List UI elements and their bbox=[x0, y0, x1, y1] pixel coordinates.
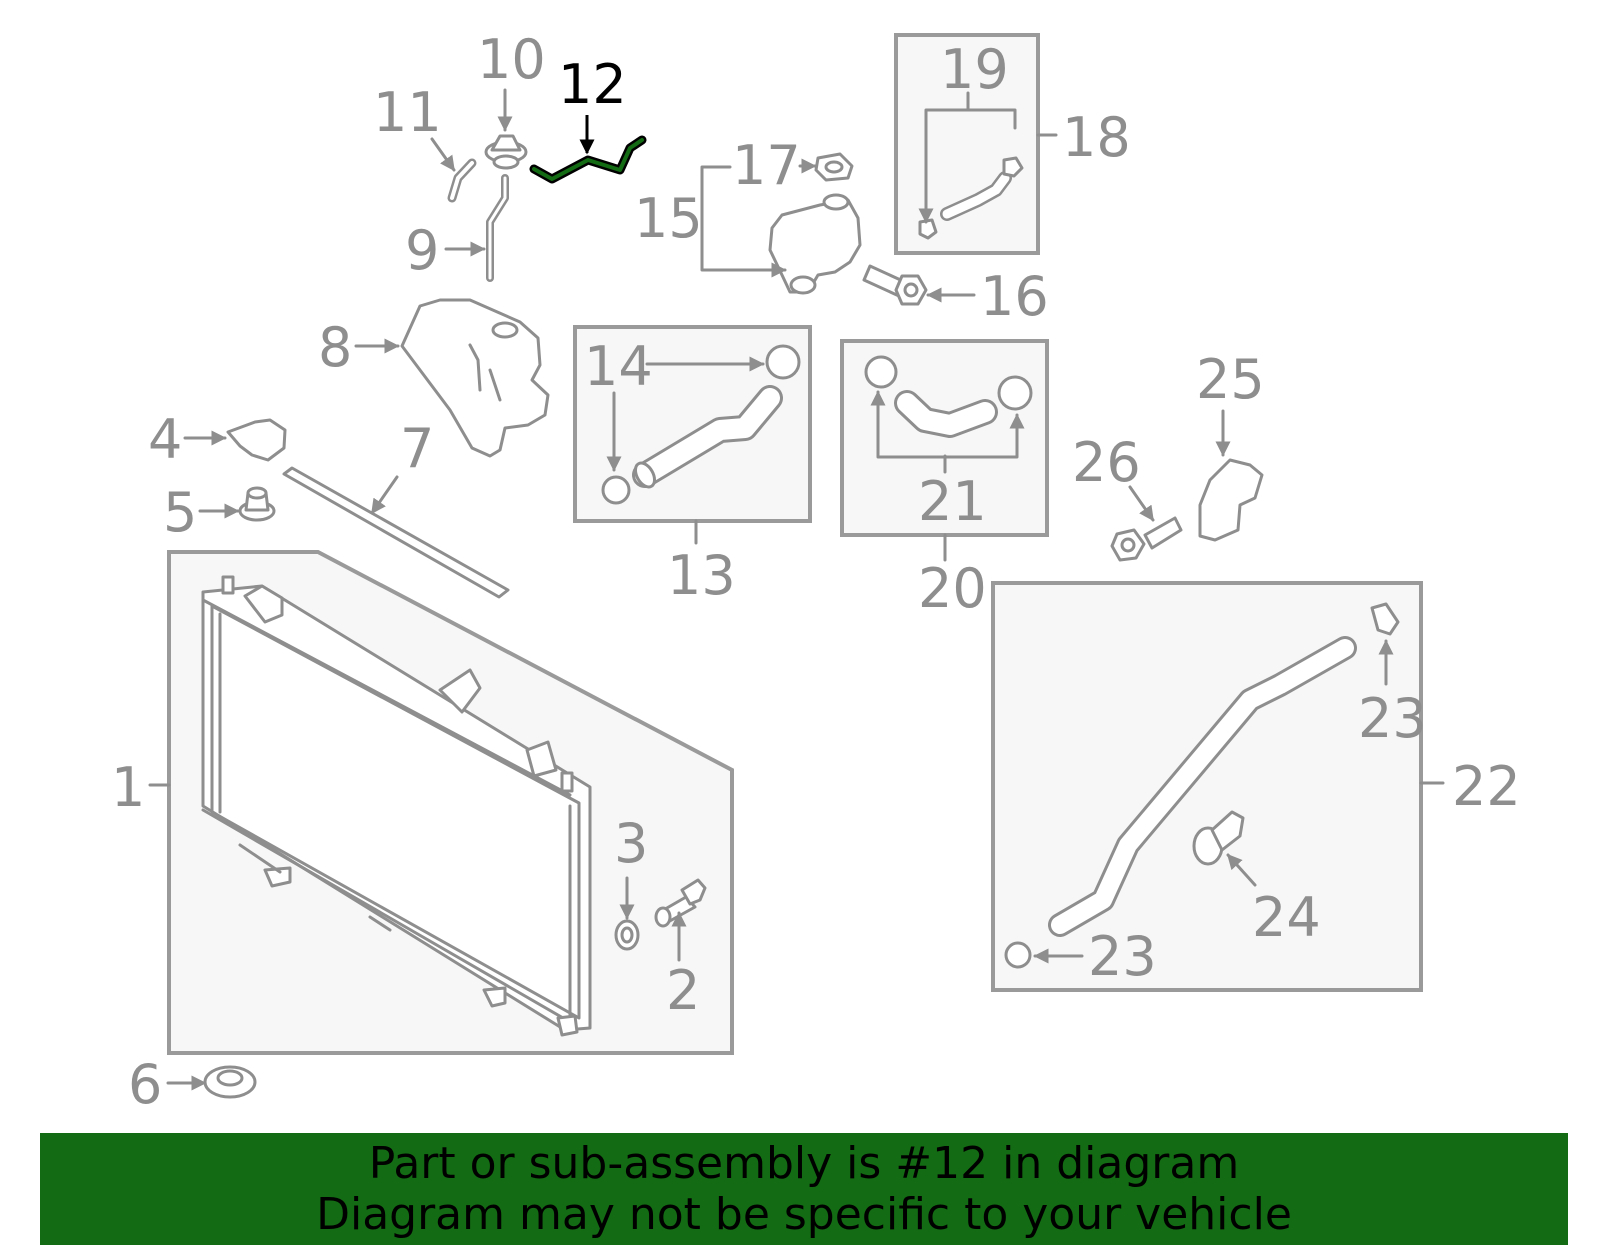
callout-20: 20 bbox=[918, 557, 987, 620]
bolt-part-16 bbox=[862, 264, 928, 306]
callout-13: 13 bbox=[667, 544, 736, 607]
banner-line-2: Diagram may not be specific to your vehi… bbox=[316, 1189, 1292, 1240]
gasket-part-17 bbox=[814, 152, 854, 182]
reservoir-part-8 bbox=[400, 298, 550, 458]
callout-12-highlighted: 12 bbox=[558, 53, 627, 116]
callout-8: 8 bbox=[318, 316, 352, 379]
callout-23-top: 23 bbox=[1358, 687, 1427, 750]
banner-line-1: Part or sub-assembly is #12 in diagram bbox=[368, 1138, 1240, 1189]
long-hose-part-22 bbox=[1048, 636, 1357, 937]
mount-part-6 bbox=[203, 1065, 257, 1099]
callout-10: 10 bbox=[477, 28, 546, 91]
callout-5: 5 bbox=[163, 481, 197, 544]
info-banner: Part or sub-assembly is #12 in diagram D… bbox=[40, 1133, 1568, 1245]
bracket-part-4 bbox=[226, 418, 287, 462]
housing-part-15 bbox=[768, 193, 862, 295]
callout-11: 11 bbox=[373, 81, 442, 144]
radiator-cap-part-10 bbox=[484, 134, 528, 170]
callout-15: 15 bbox=[634, 187, 703, 250]
bushing-part-5 bbox=[238, 486, 276, 522]
callout-17: 17 bbox=[732, 134, 801, 197]
callout-7: 7 bbox=[400, 417, 434, 480]
o-ring-part-3 bbox=[614, 919, 640, 951]
callout-4: 4 bbox=[148, 408, 182, 471]
callout-9: 9 bbox=[405, 219, 439, 282]
drain-plug-part-2 bbox=[654, 878, 707, 928]
callout-6: 6 bbox=[128, 1053, 162, 1116]
callout-18: 18 bbox=[1062, 106, 1131, 169]
callout-14: 14 bbox=[584, 335, 653, 398]
hose-part-12-highlighted bbox=[529, 135, 647, 184]
sensor-part-24 bbox=[1192, 810, 1245, 866]
bracket-part-25 bbox=[1198, 458, 1264, 542]
callout-21: 21 bbox=[918, 470, 987, 533]
bolt-part-26 bbox=[1110, 516, 1183, 562]
callout-2: 2 bbox=[666, 959, 700, 1022]
callout-3: 3 bbox=[614, 812, 648, 875]
callout-25: 25 bbox=[1196, 348, 1265, 411]
clamp-part-23 bbox=[1004, 602, 1400, 969]
clamp-part-21 bbox=[864, 355, 1033, 411]
callout-19: 19 bbox=[940, 38, 1009, 101]
seal-strip-part-7 bbox=[282, 466, 510, 599]
callout-23-bottom: 23 bbox=[1088, 925, 1157, 988]
hose-part-20 bbox=[894, 390, 998, 438]
callout-labels: 1 2 3 4 5 6 7 8 9 10 11 12 13 14 15 16 1… bbox=[111, 28, 1521, 1116]
callout-26: 26 bbox=[1072, 431, 1141, 494]
callout-1: 1 bbox=[111, 756, 145, 819]
radiator-part-1 bbox=[201, 575, 592, 1037]
callout-22: 22 bbox=[1452, 755, 1521, 818]
callout-24: 24 bbox=[1252, 886, 1321, 949]
hose-part-13 bbox=[632, 385, 783, 489]
clamp-part-14 bbox=[601, 344, 801, 505]
hose-part-18 bbox=[940, 171, 1012, 221]
leader-lines bbox=[148, 88, 1445, 1091]
overflow-tube-part-9 bbox=[486, 174, 509, 282]
callout-16: 16 bbox=[980, 265, 1049, 328]
